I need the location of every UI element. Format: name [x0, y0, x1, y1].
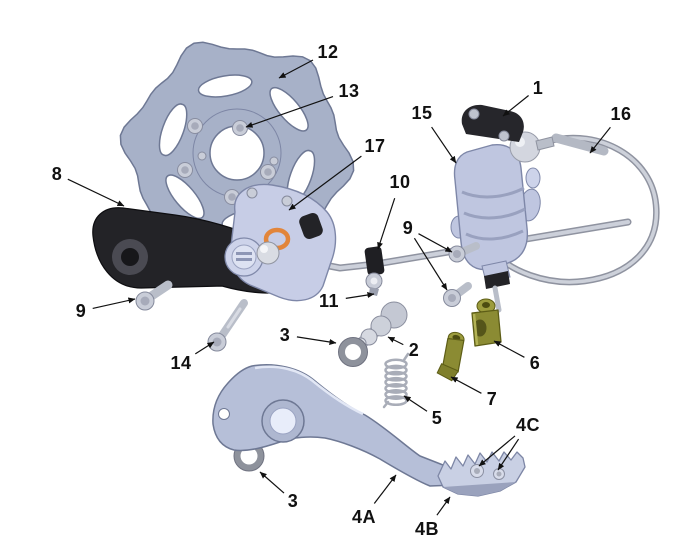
leader-line-2	[387, 336, 404, 346]
leader-line-8	[67, 178, 125, 207]
clevis-pin	[355, 301, 408, 349]
leader-line-12	[278, 59, 314, 79]
hose-clamp	[364, 246, 385, 296]
leader-line-9-right	[418, 233, 453, 253]
rod-ball-end	[256, 241, 280, 265]
rod-clip	[436, 331, 465, 382]
leader-line-14	[194, 341, 215, 355]
leader-line-9-left	[92, 297, 136, 309]
caliper-logo	[236, 252, 252, 255]
brake-caliper	[224, 183, 337, 302]
leader-line-1	[502, 95, 529, 117]
return-spring	[382, 352, 410, 409]
washer-upper	[338, 337, 368, 367]
mounting-bolts	[135, 242, 480, 352]
leader-line-3-upper	[296, 336, 337, 345]
rotor-bolts	[177, 118, 279, 205]
leader-line-6	[493, 340, 525, 358]
leader-line-7	[450, 376, 482, 394]
brake-pedal	[212, 364, 456, 487]
callout-leader-lines	[67, 59, 611, 516]
leader-line-5	[403, 395, 428, 412]
leader-line-16	[589, 126, 611, 154]
leader-line-10	[377, 198, 396, 250]
leader-line-4B	[436, 496, 451, 516]
leader-line-4C	[497, 438, 520, 471]
leader-line-4C	[478, 435, 516, 467]
leader-line-3-lower	[259, 471, 285, 494]
leader-line-15	[431, 126, 457, 164]
leader-line-4A	[373, 474, 397, 504]
leader-line-9-right	[413, 237, 448, 291]
leader-line-17	[288, 155, 362, 211]
leader-line-13	[245, 96, 334, 128]
rod-clevis	[471, 298, 502, 347]
bleed-screw-boot	[299, 212, 323, 240]
leader-line-11	[345, 292, 375, 299]
pedal-tip-plate	[437, 451, 526, 497]
